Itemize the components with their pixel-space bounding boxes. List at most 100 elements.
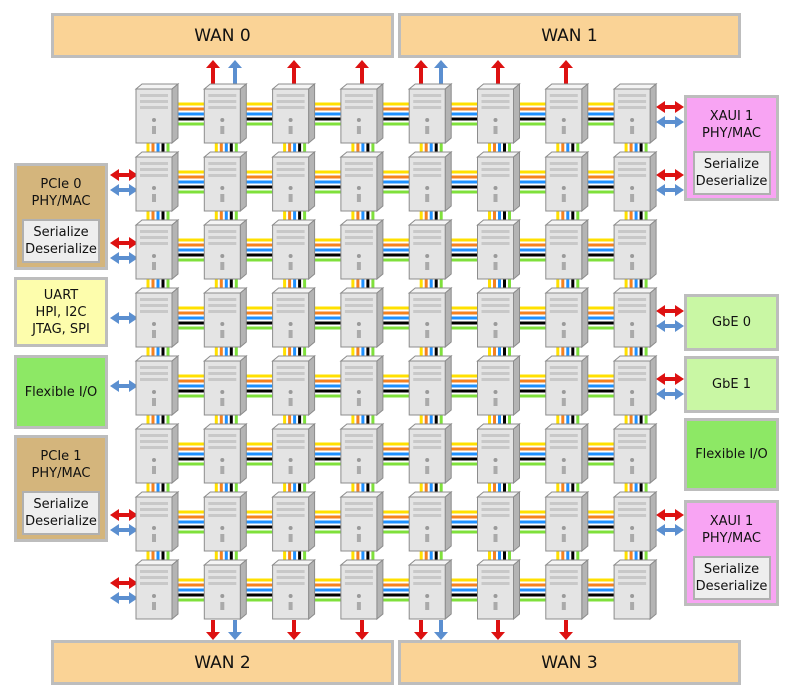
- tower-side: [171, 218, 179, 281]
- tower-bay: [549, 304, 578, 307]
- wan-bottom-arrow-head: [491, 632, 505, 640]
- tower-front: [545, 428, 583, 484]
- tower-side: [513, 82, 520, 145]
- io-arrows: [110, 60, 684, 640]
- tower-bay: [140, 502, 168, 505]
- tower-top: [271, 287, 316, 294]
- tower-top: [202, 423, 248, 430]
- tower-led: [220, 254, 225, 258]
- tile-tower-icon: [134, 490, 180, 553]
- tower-bay: [481, 514, 510, 517]
- tower-front: [408, 156, 446, 212]
- tower-bay: [549, 298, 578, 301]
- tower-front: [135, 292, 173, 348]
- tile-tower-icon: [339, 150, 385, 213]
- tower-bay: [344, 162, 373, 165]
- tower-side: [513, 150, 520, 213]
- tower-side: [239, 218, 247, 281]
- tower-slot: [630, 398, 635, 406]
- tower-bay: [413, 366, 442, 369]
- tower-bay: [344, 310, 373, 313]
- tower-slot: [561, 330, 566, 338]
- tower-side: [649, 82, 657, 145]
- tile-tower-icon: [544, 354, 590, 417]
- tower-bay: [276, 168, 305, 171]
- tower-bay: [481, 298, 510, 301]
- tower-led: [561, 458, 566, 462]
- tile-tower-icon: [202, 558, 248, 621]
- tower-slot: [152, 262, 156, 270]
- tower-bay: [413, 162, 442, 165]
- tower-led: [630, 118, 635, 122]
- tower-slot: [493, 194, 498, 202]
- tower-led: [152, 526, 156, 530]
- tower-side: [239, 422, 247, 485]
- tower-bay: [140, 310, 168, 313]
- tower-bay: [618, 508, 647, 511]
- tower-front: [408, 360, 446, 416]
- tower-side: [308, 558, 316, 621]
- left-io-arrow-red-head-left: [110, 237, 119, 249]
- tile-tower-icon: [476, 82, 521, 145]
- tile-tower-icon: [134, 354, 180, 417]
- xaui-bottom-subtitle: PHY/MAC: [702, 531, 761, 546]
- tower-top: [476, 491, 521, 498]
- tower-top: [476, 83, 521, 90]
- tile-tower-icon: [202, 490, 248, 553]
- tower-bay: [549, 440, 578, 443]
- pcie-0-serialize: Serialize: [33, 225, 89, 240]
- tower-top: [134, 491, 180, 498]
- xaui-bottom-deserialize: Deserialize: [695, 579, 768, 594]
- tower-led: [220, 322, 225, 326]
- tower-side: [581, 82, 589, 145]
- tower-side: [376, 422, 384, 485]
- tile-tower-icon: [544, 82, 590, 145]
- tile-tower-icon: [202, 82, 248, 145]
- tower-bay: [344, 502, 373, 505]
- tower-front: [135, 428, 173, 484]
- tower-bay: [276, 304, 305, 307]
- tower-bay: [276, 366, 305, 369]
- tower-bay: [140, 230, 168, 233]
- tower-bay: [208, 440, 237, 443]
- tower-led: [425, 594, 430, 598]
- tower-bay: [481, 570, 510, 573]
- tower-top: [476, 355, 521, 362]
- wan-top-arrow-head: [491, 60, 505, 68]
- tower-bay: [618, 304, 647, 307]
- tower-bay: [344, 298, 373, 301]
- tower-bay: [276, 230, 305, 233]
- tower-top: [202, 559, 248, 566]
- tower-bay: [208, 446, 237, 449]
- tower-side: [649, 150, 657, 213]
- wan-top-arrow-head: [228, 60, 242, 68]
- tower-top: [612, 151, 658, 158]
- tower-side: [444, 422, 452, 485]
- wan-1-label: WAN 1: [541, 25, 598, 46]
- tower-slot: [425, 398, 430, 406]
- tower-bay: [618, 446, 647, 449]
- tile-tower-icon: [271, 558, 316, 621]
- left-io-arrow-blue-head-left: [110, 524, 119, 536]
- tower-front: [340, 156, 378, 212]
- tower-led: [561, 390, 566, 394]
- tower-bay: [276, 106, 305, 109]
- tower-side: [308, 354, 316, 417]
- left-io-arrow-red-head-right: [129, 577, 138, 589]
- tower-slot: [493, 262, 498, 270]
- tower-bay: [276, 434, 305, 437]
- left-io-arrow-blue-head-right: [129, 252, 138, 264]
- tower-bay: [344, 106, 373, 109]
- tile-tower-icon: [339, 490, 385, 553]
- tower-bay: [276, 440, 305, 443]
- tower-top: [407, 151, 453, 158]
- right-io-arrow-blue-head-right: [675, 524, 684, 536]
- tower-top: [544, 559, 590, 566]
- tower-side: [376, 150, 384, 213]
- tower-bay: [140, 570, 168, 573]
- tower-bay: [344, 570, 373, 573]
- tower-bay: [208, 304, 237, 307]
- tower-bay: [276, 310, 305, 313]
- tower-led: [356, 186, 361, 190]
- tower-front: [477, 428, 514, 484]
